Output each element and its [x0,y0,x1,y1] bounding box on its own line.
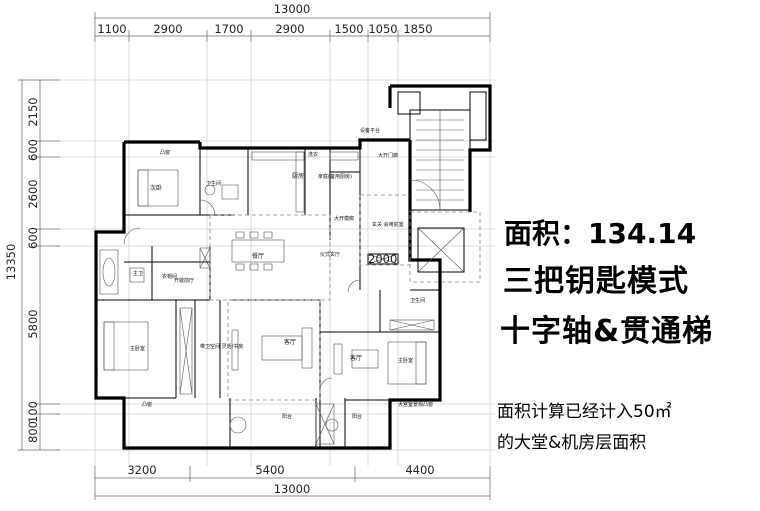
left-total-dim: 13350 [4,244,18,281]
label-east-bath: 卫生间 [410,297,425,304]
top-dim-2: 2900 [153,22,182,36]
bottom-dim-3: 4400 [405,463,434,477]
top-dim-1: 1100 [97,22,126,36]
label-stair-shaft: 大开模廊 [334,215,354,222]
elevator-lobby [367,227,465,273]
left-dim-1: 2150 [26,97,40,126]
label-gallery: 大宫室景观凸窗 [398,401,433,408]
top-dim-6: 1050 [368,22,397,36]
area-note-line-2: 的大堂&机房层面积 [497,433,647,453]
label-north-terrace: 凸窗 [160,149,170,156]
bottom-dim-1: 3200 [127,463,156,477]
label-laundry: 洗衣 [308,151,318,158]
label-foyer: 玄关 会用前室 [372,221,404,228]
label-bath-2: 主卫 [133,270,143,277]
left-dim-2: 600 [26,139,40,161]
label-south-bay: 凸窗 [142,401,152,408]
label-entry-hall: 仪式玄厅 [320,251,340,258]
label-balcony-2: 阳台 [352,413,362,420]
room-labels: 凸窗 次卧 卫生间 厨房 洗衣 家庭(备用厨房) 大开门廊 大开模廊 餐厅 衣帽… [130,127,433,420]
bottom-dimension-band: 3200 5400 4400 13000 [94,463,491,500]
label-west-wing: 主卧室 [130,345,145,352]
left-dim-6: 100 [26,401,40,423]
top-dim-5: 1500 [334,22,363,36]
bottom-dim-2: 5400 [255,463,284,477]
label-east-living: 客厅 [350,354,362,362]
label-dining: 餐厅 [252,252,264,260]
label-living-room: 客厅 [284,338,296,346]
axis-title: 十字轴&贯通梯 [500,314,714,349]
top-dimension-band: 13000 1100 2900 1700 2900 1500 1050 1850 [94,2,491,42]
left-dim-7: 800 [26,421,40,443]
label-lobby-elevator: 2000 [368,252,397,266]
label-kitchen: 厨房 [292,172,304,180]
label-east-bedroom: 主卧室 [398,357,413,364]
left-dim-4: 600 [26,227,40,249]
utility-shafts [179,247,435,445]
left-dimension-band: 13350 2150 600 2600 600 5800 100 800 [4,79,60,451]
label-hall-pass: 开敞前厅 [174,277,194,284]
label-large-corridor: 大开门廊 [378,152,398,159]
label-cloak: 衣帽间 [162,273,177,280]
area-note-line-1: 面积计算已经计入50㎡ [497,402,672,422]
label-second-bedroom: 次卧 [150,184,162,192]
key-mode-title: 三把钥匙模式 [503,264,689,299]
label-bath-1: 卫生间 [206,180,221,187]
bottom-total-dim: 13000 [274,482,311,496]
stair-core [397,91,487,211]
top-dim-3: 1700 [214,22,243,36]
top-dim-7: 1850 [403,22,432,36]
label-equipment: 设备平台 [360,127,380,134]
top-dim-4: 2900 [275,22,304,36]
area-title: 面积：134.14 [504,217,697,250]
left-dim-3: 2600 [26,179,40,208]
top-total-dim: 13000 [274,2,311,16]
left-dim-5: 5800 [26,309,40,338]
label-flex-space: 带卫空间 灵活/书房 [200,343,243,350]
label-family-kitchen: 家庭(备用厨房) [318,173,352,180]
label-balcony-1: 阳台 [282,413,292,420]
furniture [99,151,427,434]
